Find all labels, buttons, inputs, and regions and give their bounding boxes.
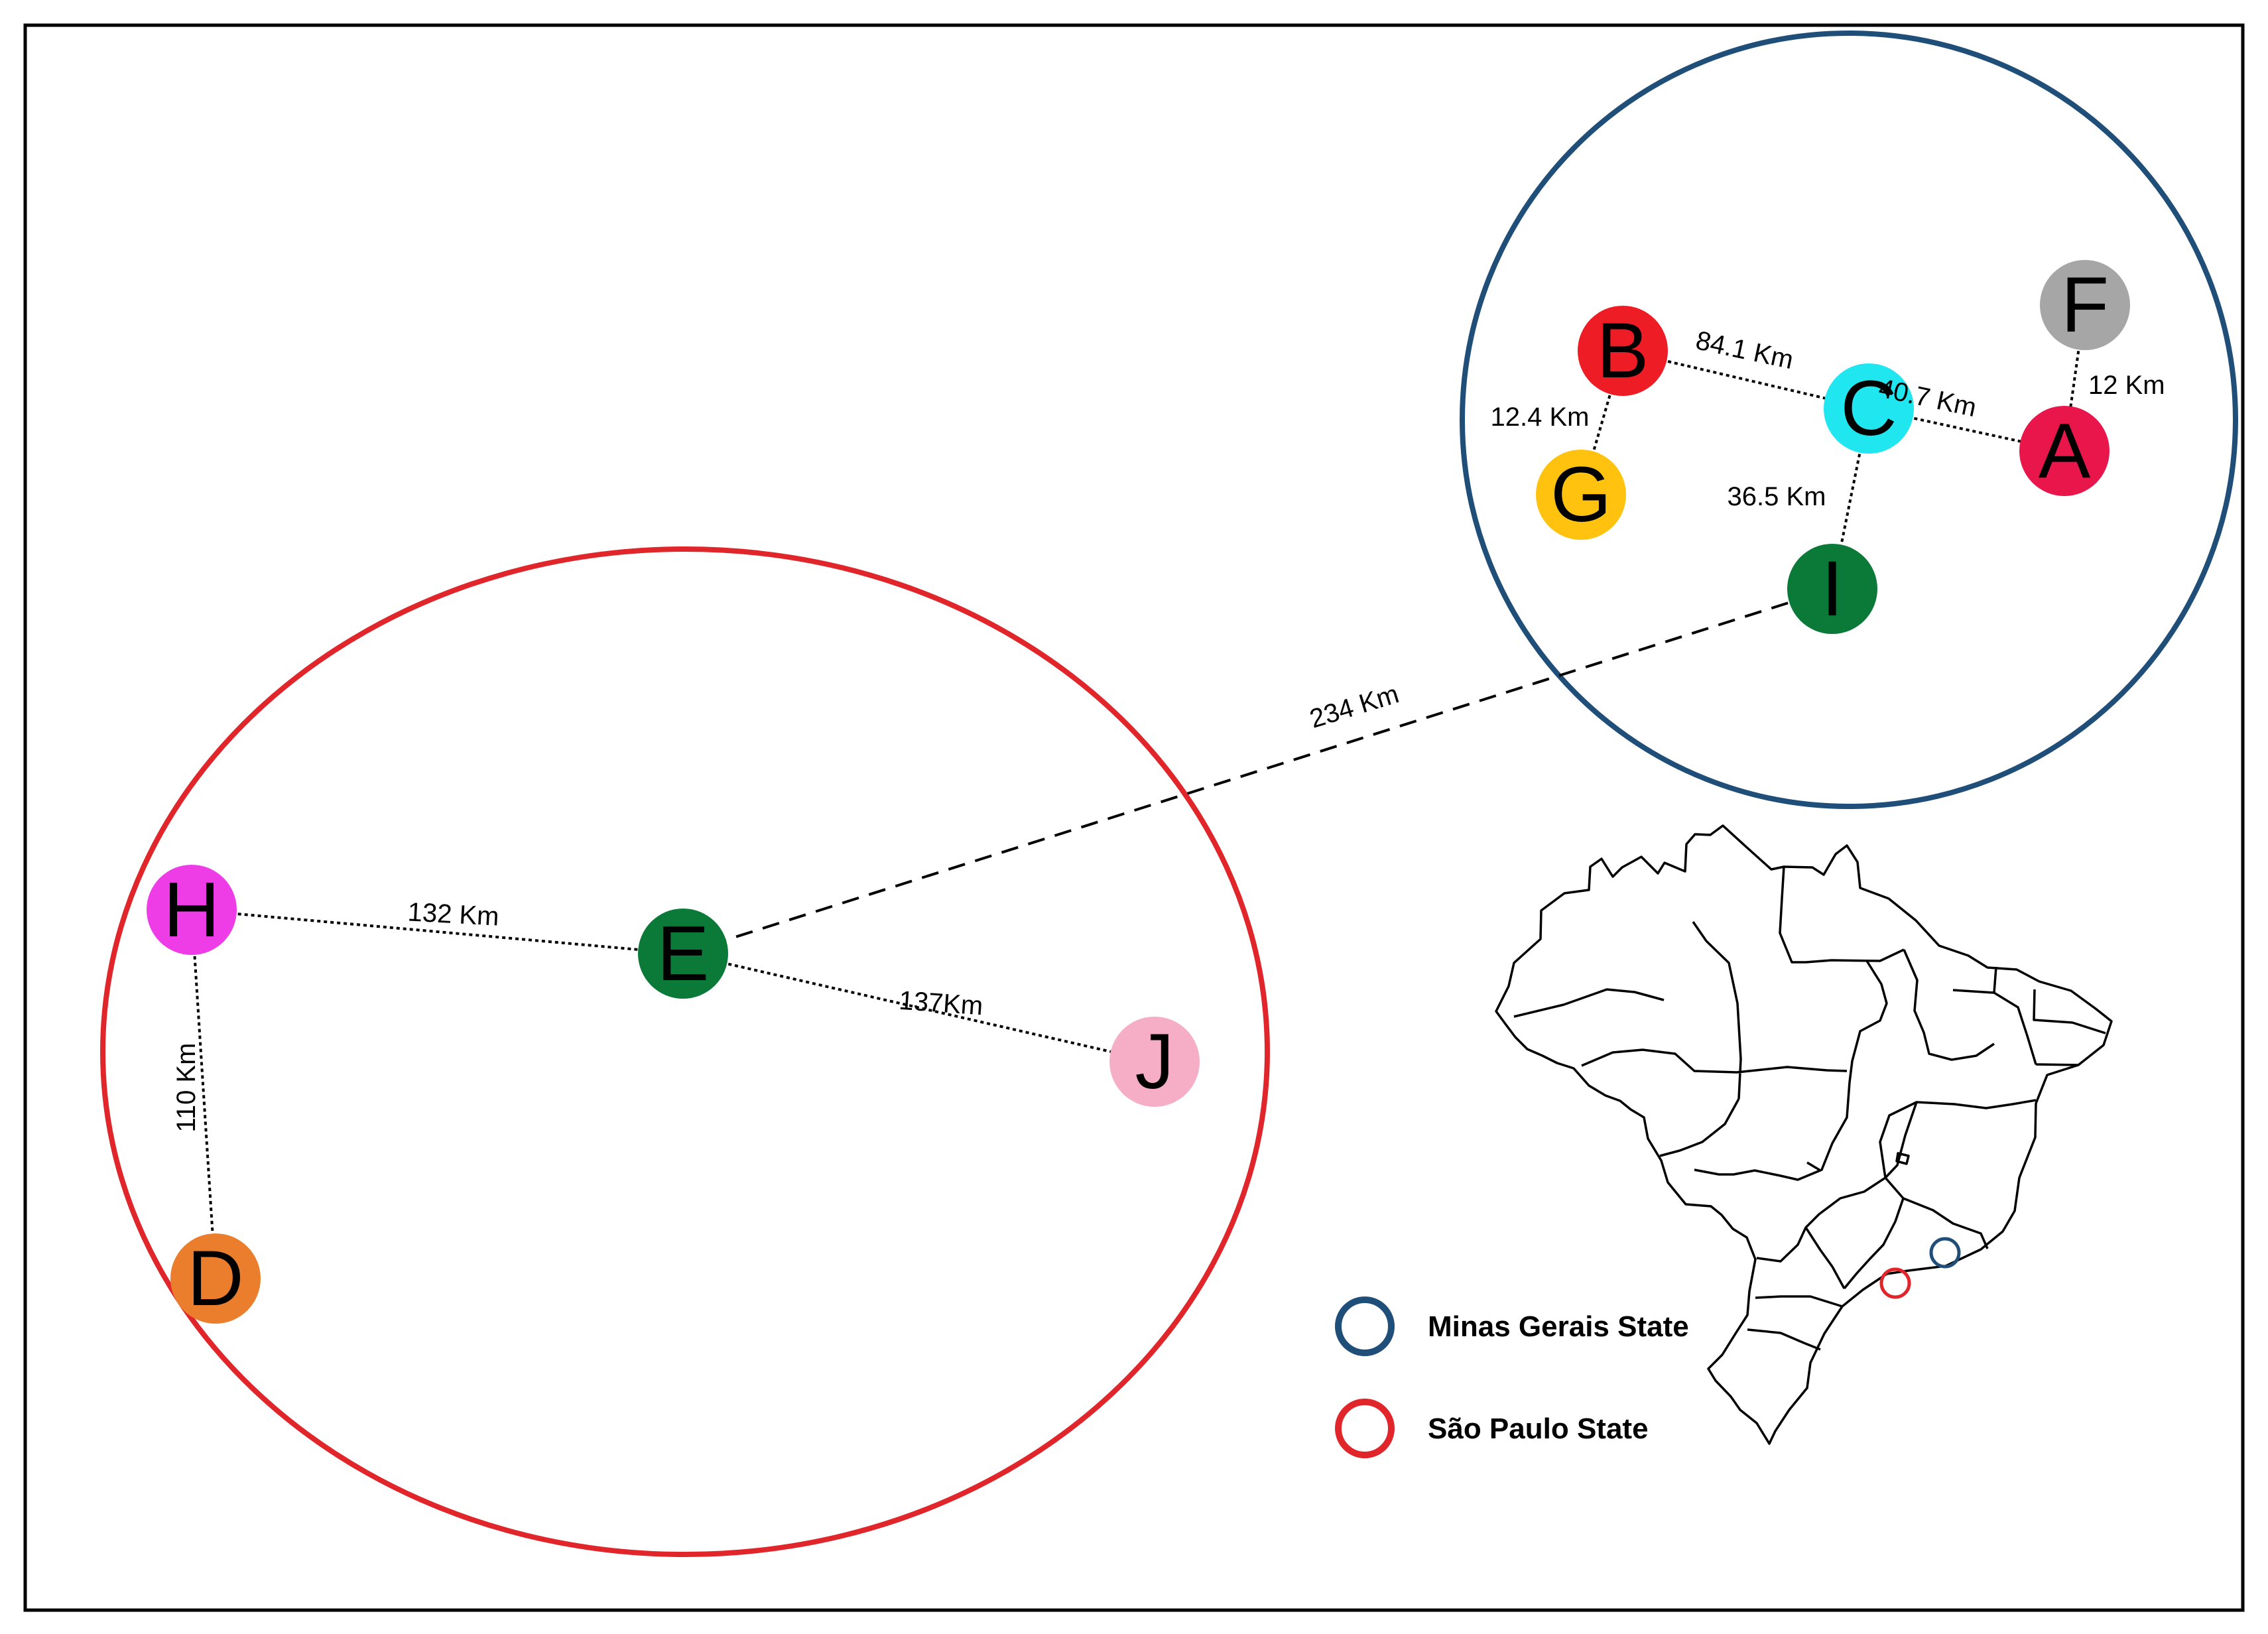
node-a: A xyxy=(2019,406,2110,496)
edge-h-d xyxy=(190,909,217,1279)
edge-f-a xyxy=(2063,304,2086,452)
edge-e-j xyxy=(682,952,1155,1063)
edge-label-h-d: 110 Km xyxy=(172,1043,201,1133)
legend-sao-paulo-swatch xyxy=(1335,1399,1395,1458)
node-f-circle xyxy=(2040,260,2130,350)
node-e-label: E xyxy=(657,910,710,997)
brazil-map-icon xyxy=(1495,824,2113,1445)
node-c: C xyxy=(1824,363,1914,454)
nodes-layer: A B C F G I E H J D xyxy=(147,260,2130,1324)
node-b-label: B xyxy=(1597,307,1649,395)
diagram-frame xyxy=(23,23,2245,1612)
node-a-circle xyxy=(2019,406,2110,496)
node-f-label: F xyxy=(2061,261,2109,349)
node-e-circle xyxy=(638,909,728,999)
edge-label-e-j: 137Km xyxy=(898,986,984,1021)
node-i: I xyxy=(1787,544,1877,634)
edge-label-c-i: 36.5 Km xyxy=(1728,482,1826,511)
node-i-circle xyxy=(1787,544,1877,634)
node-d-label: D xyxy=(187,1235,243,1322)
edge-label-f-a: 12 Km xyxy=(2088,371,2165,400)
node-c-label: C xyxy=(1840,365,1897,452)
node-e: E xyxy=(638,909,728,999)
edge-b-g xyxy=(1580,350,1624,495)
node-g-label: G xyxy=(1550,451,1611,538)
node-j-circle xyxy=(1109,1017,1200,1107)
legend-sao-paulo-label: São Paulo State xyxy=(1428,1413,1649,1445)
node-g: G xyxy=(1536,450,1626,540)
sao-paulo-map-marker xyxy=(1879,1267,1911,1299)
edge-label-h-e: 132 Km xyxy=(407,897,500,931)
node-h-circle xyxy=(147,865,237,955)
node-b: B xyxy=(1578,306,1668,396)
edge-e-i xyxy=(682,588,1833,955)
node-h: H xyxy=(147,865,237,955)
node-h-label: H xyxy=(163,866,220,954)
legend-minas-gerais-label: Minas Gerais State xyxy=(1428,1310,1689,1343)
node-f: F xyxy=(2040,260,2130,350)
node-d: D xyxy=(170,1233,261,1324)
node-j-label: J xyxy=(1135,1018,1174,1105)
node-g-circle xyxy=(1536,450,1626,540)
sao-paulo-region xyxy=(100,546,1270,1557)
node-b-circle xyxy=(1578,306,1668,396)
legend: Minas Gerais State São Paulo State xyxy=(1335,1296,1689,1458)
node-a-label: A xyxy=(2039,407,2091,495)
minas-gerais-region xyxy=(1460,31,2238,809)
node-j: J xyxy=(1109,1017,1200,1107)
node-c-circle xyxy=(1824,363,1914,454)
edge-h-e xyxy=(191,909,684,955)
minas-gerais-map-marker xyxy=(1929,1237,1961,1269)
edge-label-b-g: 12.4 Km xyxy=(1491,403,1590,432)
legend-minas-gerais-swatch xyxy=(1335,1296,1395,1356)
node-d-circle xyxy=(170,1233,261,1324)
node-i-label: I xyxy=(1822,545,1844,633)
